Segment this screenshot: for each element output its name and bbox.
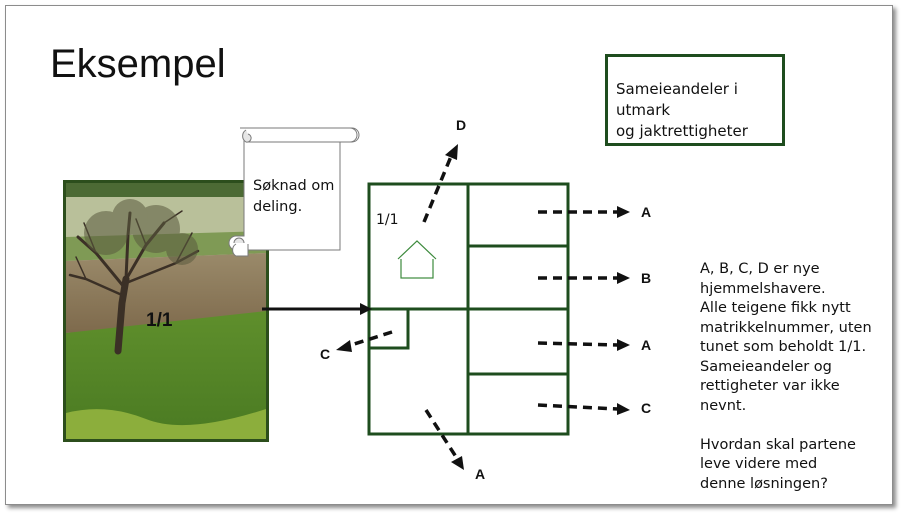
arrow-a2 xyxy=(537,341,619,347)
arrowhead-d xyxy=(445,144,458,160)
arrowhead-b xyxy=(617,272,630,284)
arrowhead-a1 xyxy=(617,206,630,218)
arrow-c1 xyxy=(347,330,393,348)
label-b: B xyxy=(641,270,651,286)
arrowhead-a3 xyxy=(451,456,464,470)
arrow-d xyxy=(422,153,454,223)
scroll-icon xyxy=(228,127,360,257)
label-c2: C xyxy=(641,400,651,416)
arrow-a3 xyxy=(424,409,460,461)
scroll-line-1: Søknad om xyxy=(253,178,335,194)
label-c1: C xyxy=(320,346,330,362)
photo-label: 1/1 xyxy=(146,310,173,331)
arrowhead-c1 xyxy=(336,340,352,352)
slide-title: Eksempel xyxy=(50,42,226,86)
arrowhead-a2 xyxy=(617,339,630,351)
info-box: Sameieandeler i utmark og jaktrettighete… xyxy=(605,54,785,146)
side-explanation: A, B, C, D er nye hjemmelshavere. Alle t… xyxy=(700,261,872,492)
label-a2: A xyxy=(641,337,651,353)
property-photo xyxy=(63,180,269,442)
arrowhead-c2 xyxy=(617,403,630,415)
parcel-label: 1/1 xyxy=(376,212,399,228)
label-d: D xyxy=(456,117,466,133)
transfer-arrow xyxy=(262,303,372,315)
info-box-text: Sameieandeler i utmark og jaktrettighete… xyxy=(616,79,782,142)
scroll-line-2: deling. xyxy=(253,199,303,215)
label-a3: A xyxy=(475,466,485,482)
info-box-line-2: og jaktrettigheter xyxy=(616,122,748,140)
info-box-line-1: Sameieandeler i utmark xyxy=(616,80,738,119)
arrow-c2 xyxy=(537,403,619,411)
label-a1: A xyxy=(641,204,651,220)
scroll-text: Søknad om deling. xyxy=(253,176,343,218)
house-icon xyxy=(397,240,437,279)
property-photo-image xyxy=(66,183,266,439)
parcel-map xyxy=(367,182,570,436)
